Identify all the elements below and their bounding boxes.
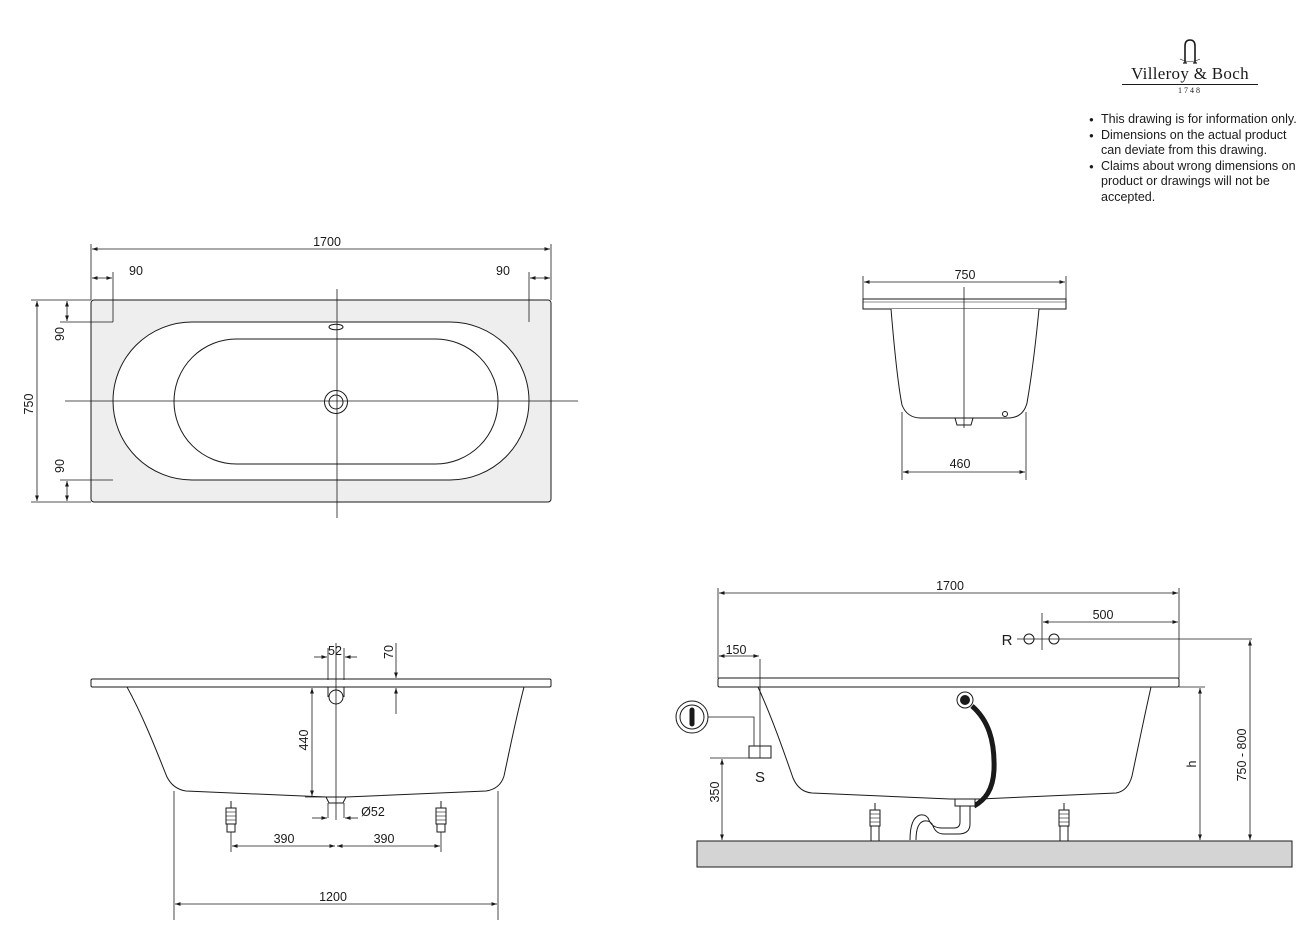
height-label: h xyxy=(1185,760,1199,767)
install-basin-outline xyxy=(757,686,1152,800)
front-rim-height-label: 70 xyxy=(382,645,396,659)
front-section-view xyxy=(90,643,552,920)
overflow-valve-icon xyxy=(956,691,974,709)
end-bottom-width-label: 460 xyxy=(950,457,971,471)
waste-label: S xyxy=(755,769,765,786)
supply-label: R xyxy=(1002,632,1013,649)
overflow-icon xyxy=(328,323,344,331)
front-section-labels: 52 70 440 Ø52 390 390 1200 xyxy=(274,644,396,904)
waste-symbol-icon xyxy=(675,700,709,734)
top-rim-right-label: 90 xyxy=(496,264,510,278)
bath-bottom-outline xyxy=(173,338,499,465)
top-rim-bottom-label: 90 xyxy=(53,459,67,473)
install-foot-right xyxy=(1058,803,1070,842)
front-basin-outline xyxy=(126,686,525,798)
front-foot-right-label: 390 xyxy=(374,832,395,846)
end-basin-outline xyxy=(890,308,1040,419)
end-section-labels: 750 460 xyxy=(950,268,976,471)
top-rim-left-label: 90 xyxy=(129,264,143,278)
front-foot-left xyxy=(225,801,237,833)
disclaimer-notes: This drawing is for information only. Di… xyxy=(1088,112,1310,205)
faucet-logo-icon xyxy=(1179,39,1201,64)
top-view xyxy=(31,244,578,518)
front-depth-label: 440 xyxy=(297,730,311,751)
supply-offset-label: 500 xyxy=(1093,608,1114,622)
end-rim xyxy=(862,298,1067,310)
top-view-labels: 1700 90 90 750 90 90 xyxy=(22,235,510,473)
end-width-label: 750 xyxy=(955,268,976,282)
install-foot-left xyxy=(869,803,881,842)
waste-trap xyxy=(909,806,971,841)
waste-height-label: 350 xyxy=(708,782,722,803)
front-foot-right xyxy=(435,801,447,833)
front-drain-offset-label: 52 xyxy=(328,644,342,658)
waste-hose xyxy=(970,704,997,809)
brand-divider xyxy=(1122,84,1258,85)
disclaimer-note: This drawing is for information only. xyxy=(1088,112,1310,128)
waste-offset-label: 150 xyxy=(726,643,747,657)
installation-view xyxy=(675,588,1293,868)
disclaimer-note: Dimensions on the actual product can dev… xyxy=(1088,128,1310,159)
total-height-label: 750 - 800 xyxy=(1235,729,1249,782)
top-length-label: 1700 xyxy=(313,235,341,249)
end-section-view xyxy=(862,276,1067,480)
install-rim xyxy=(717,677,1180,688)
install-length-label: 1700 xyxy=(936,579,964,593)
front-drain-diameter-label: Ø52 xyxy=(361,805,385,819)
floor-slab xyxy=(696,840,1293,868)
top-rim-top-label: 90 xyxy=(53,327,67,341)
front-rim xyxy=(90,678,552,688)
brand-name: Villeroy & Boch xyxy=(1131,64,1249,83)
front-base-length-label: 1200 xyxy=(319,890,347,904)
disclaimer-note: Claims about wrong dimensions on product… xyxy=(1088,159,1310,206)
installation-labels: 1700 500 R 150 S 350 h 750 - 800 xyxy=(708,579,1249,802)
front-foot-left-label: 390 xyxy=(274,832,295,846)
brand-logo: Villeroy & Boch 1748 xyxy=(1118,38,1262,95)
drain-icon xyxy=(324,390,348,414)
top-width-label: 750 xyxy=(22,394,36,415)
brand-year: 1748 xyxy=(1178,86,1202,95)
